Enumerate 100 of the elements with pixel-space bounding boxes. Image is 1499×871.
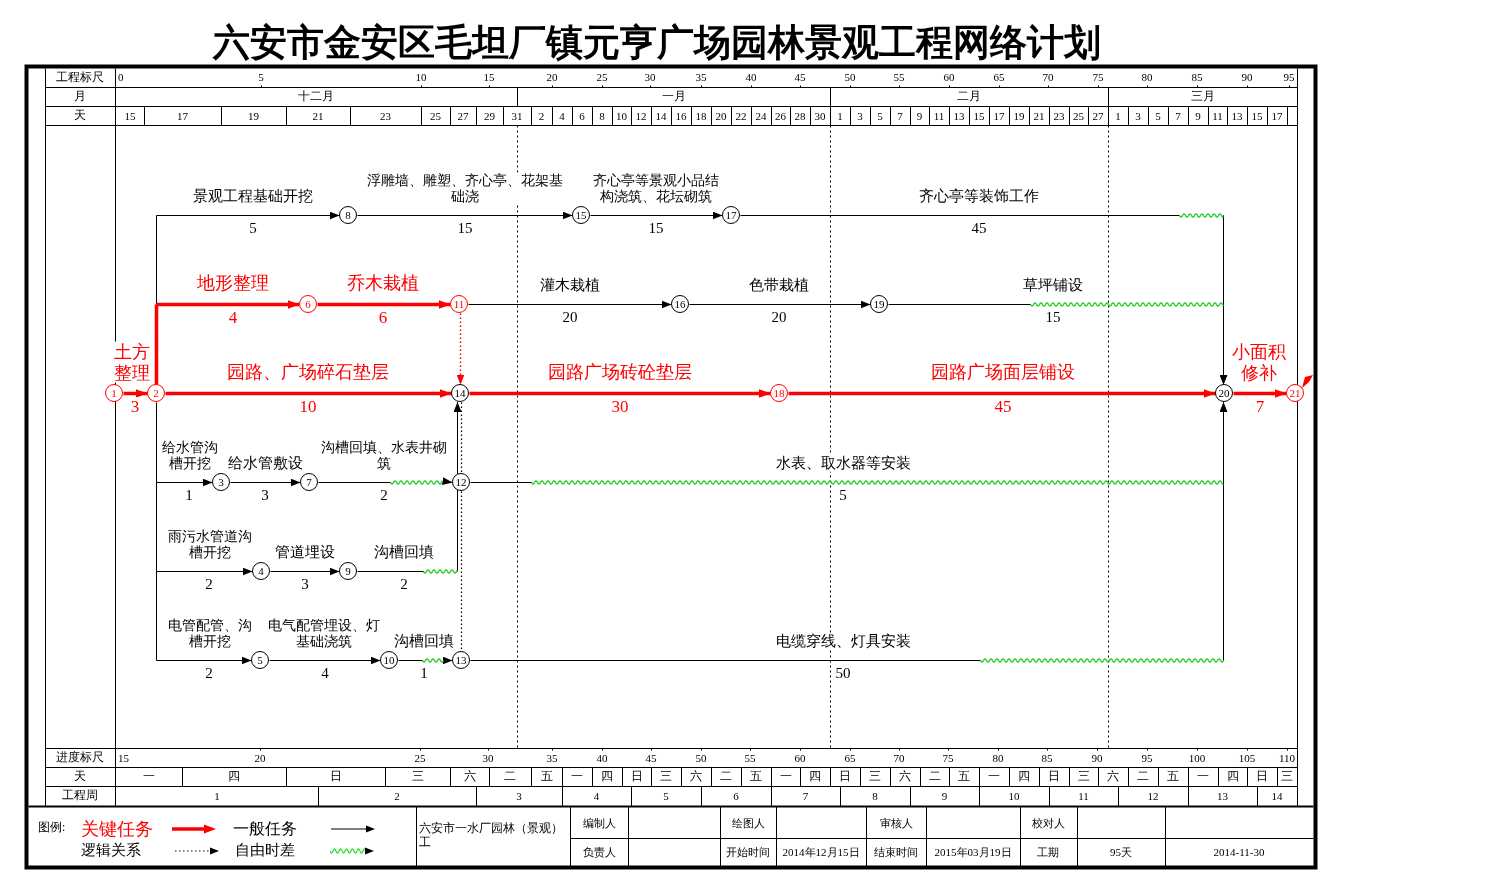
arrow: [269, 656, 381, 665]
weekday-label: 四: [228, 769, 240, 784]
day-number: 28: [794, 109, 806, 122]
field-label: 审核人: [879, 816, 913, 830]
scale-number: 40: [596, 751, 608, 765]
activity-label: 土方整理: [111, 341, 153, 383]
week-number: 4: [593, 789, 600, 803]
day-number: 16: [675, 109, 687, 122]
thick-arrow: [1233, 389, 1287, 398]
field-label: 编制人: [582, 816, 616, 830]
week-number: 2: [394, 789, 400, 803]
field-label: 绘图人: [731, 816, 765, 830]
week-number: 6: [733, 789, 739, 803]
day-number: 19: [248, 109, 259, 122]
event-circle: 15: [572, 206, 590, 224]
week-number: 5: [663, 789, 669, 803]
month-label: 一月: [661, 89, 686, 104]
scale-number: 10: [415, 70, 427, 84]
activity-label: 园路、广场碎石垫层: [227, 362, 389, 383]
week-number: 8: [872, 789, 878, 803]
day-number: 21: [312, 109, 324, 122]
scale-number: 60: [794, 751, 806, 765]
field-value: 2014-11-30: [1213, 845, 1265, 859]
day-number: 9: [916, 109, 923, 122]
scale-number: 15: [483, 70, 495, 84]
scale-number: 85: [1191, 70, 1203, 84]
day-number: 13: [953, 109, 965, 122]
field-label: 开始时间: [726, 845, 770, 859]
event-circle: 1: [105, 384, 123, 402]
weekday-label: 四: [1018, 769, 1030, 784]
activity-label: 小面积修补: [1229, 341, 1289, 383]
scale-number: 40: [745, 70, 757, 84]
scale-number: 90: [1091, 751, 1103, 765]
day-number: 22: [735, 109, 747, 122]
day-number: 23: [380, 109, 391, 122]
weekday-label: 一: [143, 769, 155, 784]
weekday-label: 五: [1167, 769, 1179, 784]
activity-label: 水表、取水器等安装: [775, 454, 911, 472]
day-number: 3: [1135, 109, 1141, 122]
scale-number: 100: [1188, 751, 1206, 765]
scale-number: 75: [1092, 70, 1104, 84]
scale-number: 50: [695, 751, 707, 765]
legend-label: 一般任务: [233, 819, 297, 839]
activity-label: 园路广场砖砼垫层: [548, 362, 692, 383]
scale-number: 50: [844, 70, 856, 84]
week-number: 3: [516, 789, 522, 803]
activity-label: 齐心亭等景观小品结构浇筑、花坛砌筑: [590, 172, 722, 205]
activity-label: 齐心亭等装饰工作: [919, 187, 1039, 205]
weekday-label: 四: [1226, 769, 1239, 784]
day-number: 20: [715, 109, 727, 122]
day-number: 15: [1251, 109, 1263, 122]
legend-label: 关键任务: [81, 818, 153, 840]
weekday-label: 日: [329, 769, 342, 784]
weekday-label: 五: [750, 769, 762, 784]
day-number: 9: [1195, 109, 1201, 122]
weekday-label: 三: [1077, 769, 1090, 784]
day-number: 17: [993, 109, 1005, 122]
weekday-label: 三: [869, 769, 881, 784]
scale-number: 105: [1238, 751, 1256, 765]
week-number: 9: [941, 789, 948, 803]
arrow: [156, 567, 253, 576]
weekday-label: 一: [988, 769, 1000, 784]
event-circle: 3: [212, 473, 230, 491]
weekday-label: 二: [720, 769, 732, 784]
row-header: 工程标尺: [56, 70, 104, 85]
activity-label: 灌木栽植: [540, 276, 600, 294]
row-header: 天: [74, 769, 86, 784]
weekday-label: 三: [411, 769, 424, 784]
scale-number: 70: [893, 751, 905, 765]
scale-number: 55: [893, 70, 905, 84]
event-circle: 13: [452, 651, 470, 669]
scale-number: 90: [1241, 70, 1253, 84]
activity-label: 浮雕墙、雕塑、齐心亭、花架基础浇: [364, 172, 566, 205]
day-number: 8: [599, 109, 605, 122]
event-circle: 9: [339, 562, 357, 580]
weekday-label: 五: [540, 769, 553, 784]
day-number: 26: [775, 109, 786, 122]
row-header: 月: [74, 89, 86, 104]
event-circle: 8: [339, 206, 357, 224]
day-number: 31: [511, 109, 523, 122]
day-number: 19: [1013, 109, 1025, 122]
day-number: 11: [933, 109, 945, 122]
field-label: 结束时间: [874, 845, 918, 859]
activity-label: 给水管敷设: [227, 454, 303, 472]
scale-number: 30: [482, 751, 494, 765]
event-circle: 14: [451, 384, 469, 402]
activity-label: 草坪铺设: [1023, 276, 1083, 294]
arrow: [156, 478, 213, 487]
month-label: 二月: [957, 89, 981, 104]
scale-number: 45: [794, 70, 806, 84]
weekday-label: 六: [463, 769, 476, 784]
month-label: 十二月: [298, 89, 334, 104]
day-number: 6: [579, 109, 585, 122]
weekday-label: 四: [809, 769, 821, 784]
day-number: 24: [755, 109, 767, 122]
day-number: 29: [484, 109, 495, 122]
event-circle: 7: [300, 473, 318, 491]
event-circle: 2: [147, 384, 165, 402]
scale-number: 95: [1141, 751, 1153, 765]
event-circle: 6: [299, 295, 317, 313]
